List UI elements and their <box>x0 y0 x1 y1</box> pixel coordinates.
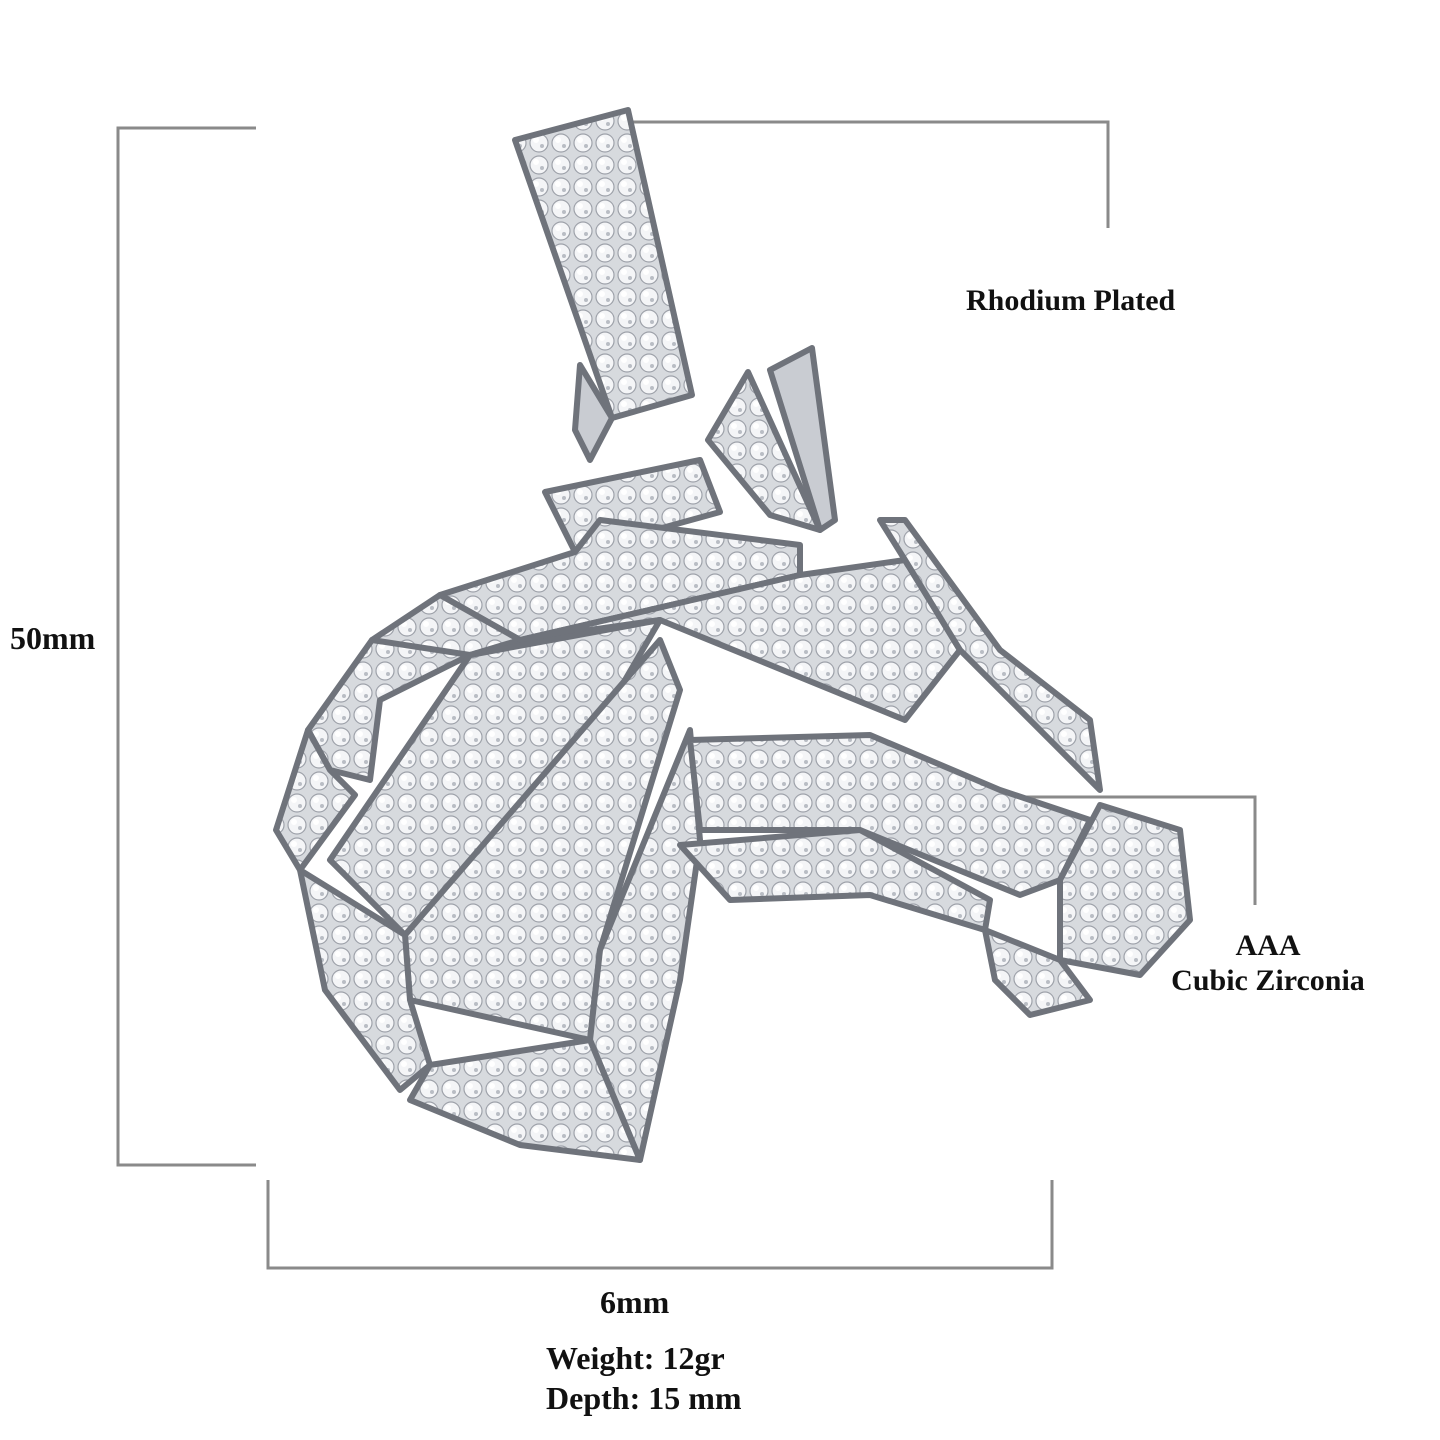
width-dimension-line <box>266 1180 1054 1270</box>
height-dimension-line <box>116 126 256 1167</box>
stone-callout: AAA Cubic Zirconia <box>1158 928 1378 999</box>
width-dimension-label: 6mm <box>600 1284 670 1320</box>
depth-spec: Depth: 15 mm <box>546 1380 742 1416</box>
specs-block: Weight: 12gr Depth: 15 mm <box>546 1338 742 1418</box>
stone-grade-label: AAA <box>1235 929 1301 962</box>
plating-leader-line <box>628 120 1110 228</box>
weight-spec: Weight: 12gr <box>546 1340 725 1376</box>
stone-type-label: Cubic Zirconia <box>1171 964 1365 998</box>
height-dimension-label: 50mm <box>10 620 96 656</box>
bail <box>512 107 695 421</box>
plating-callout-label: Rhodium Plated <box>966 284 1176 317</box>
horse-head-pendant-icon <box>273 107 1193 1163</box>
